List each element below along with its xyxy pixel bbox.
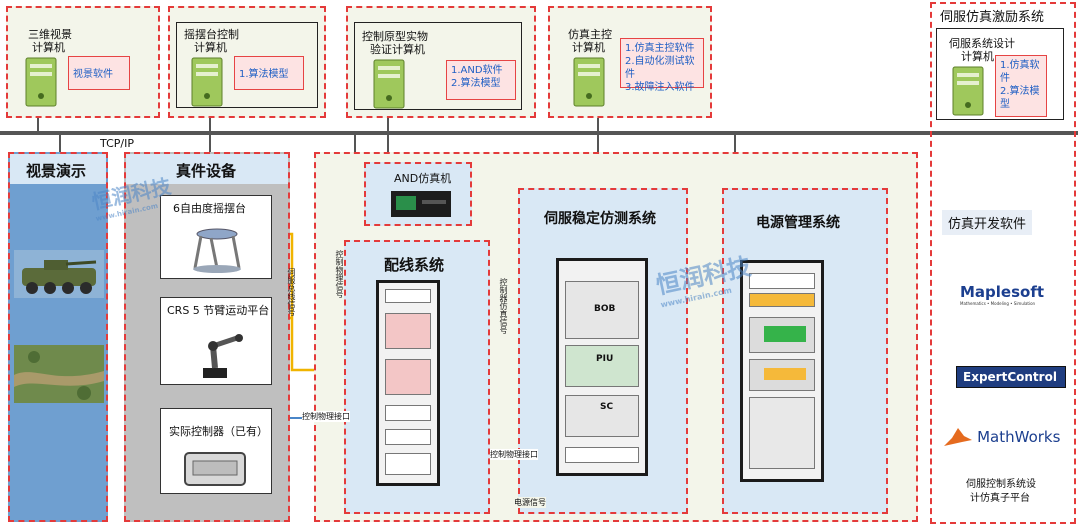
servo-design-software-box: 1.仿真软 件 2.算法模 型 <box>995 55 1047 117</box>
proto-software-1: 1.AND软件 <box>451 65 503 76</box>
rack-piu-label: PIU <box>596 354 614 364</box>
proto-software-2: 2.算法模型 <box>451 78 501 89</box>
and-sim-device-icon <box>391 191 451 217</box>
ctrl-phys-if-label-1: 控制物理接口 <box>302 411 350 422</box>
visual-pc-title-2: 计算机 <box>32 41 65 54</box>
computer-tower-icon <box>191 57 223 107</box>
maplesoft-logo: Maplesoft Mathematics • Modeling • Simul… <box>960 282 1044 306</box>
swing-pc-box: 摇摆台控制 计算机 1.算法模型 <box>168 6 326 118</box>
proto-pc-box: 控制原型实物 验证计算机 1.AND软件 2.算法模型 <box>346 6 536 118</box>
visual-demo-header: 视景演示 <box>10 154 106 184</box>
and-sim-title: AND仿真机 <box>394 172 452 185</box>
wiring-rack <box>376 280 440 486</box>
proto-pc-title-2: 验证计算机 <box>370 43 425 56</box>
maplesoft-tagline: Mathematics • Modeling • Simulation <box>960 301 1036 306</box>
swing-pc-title-2: 计算机 <box>194 41 227 54</box>
dev-software-caption-1: 伺服控制系统设 <box>966 479 1036 490</box>
expertcontrol-logo: ExpertControl <box>956 366 1066 388</box>
maplesoft-logo-text: Maplesoft <box>960 283 1045 301</box>
device-swing-platform: 6自由度摇摆台 <box>160 195 272 279</box>
servo-excitation-title: 伺服仿真激励系统 <box>940 10 1045 25</box>
servo-design-software-1b: 件 <box>1000 73 1010 84</box>
device-arm-platform: CRS 5 节臂运动平台 <box>160 297 272 385</box>
proto-pc-title-1: 控制原型实物 <box>362 30 428 43</box>
servo-excitation-column <box>930 2 1076 524</box>
servo-stab-title: 伺服稳定仿测系统 <box>544 211 656 227</box>
dev-software-title: 仿真开发软件 <box>942 210 1033 235</box>
rack-piu: PIU <box>565 345 639 387</box>
servo-stab-rack: BOB PIU SC <box>556 258 648 476</box>
visual-demo-title: 视景演示 <box>26 162 87 180</box>
servo-design-software-2b: 型 <box>1000 99 1010 110</box>
rack-bob: BOB <box>565 281 639 339</box>
sim-master-software-1: 1.仿真主控软件 <box>625 43 695 54</box>
controller-box-icon <box>184 452 246 486</box>
rack-bob-label: BOB <box>594 304 616 314</box>
ctrl-sim-signal-label: 控制器仿真信号 <box>499 278 508 334</box>
servo-design-pc-box: 伺服系统设计 计算机 1.仿真软 件 2.算法模 型 <box>936 28 1064 120</box>
hexapod-icon <box>193 228 241 273</box>
computer-tower-icon <box>25 57 57 107</box>
swing-software-box: 1.算法模型 <box>234 56 304 90</box>
servo-design-software-1: 1.仿真软 <box>1000 60 1040 71</box>
visual-software-box: 视景软件 <box>68 56 130 90</box>
sim-master-title-2: 计算机 <box>572 41 605 54</box>
swing-pc-title-1: 摇摆台控制 <box>184 28 239 41</box>
wiring-system-title: 配线系统 <box>384 256 445 274</box>
servo-design-pc-title-2: 计算机 <box>961 50 994 63</box>
real-devices-header: 真件设备 <box>126 154 288 184</box>
sim-master-title-1: 仿真主控 <box>568 28 612 41</box>
rack-sc: SC <box>565 395 639 437</box>
ctrl-phys-signal-label: 控制物理信号 <box>335 250 344 298</box>
terrain-image <box>14 345 104 403</box>
and-sim-box: AND仿真机 <box>364 162 472 226</box>
mathworks-logo: MathWorks <box>944 426 1060 448</box>
computer-tower-icon <box>573 57 605 107</box>
dev-software-caption-2: 计仿真子平台 <box>970 493 1030 504</box>
computer-tower-icon <box>952 66 984 116</box>
sim-master-pc-box: 仿真主控 计算机 1.仿真主控软件 2.自动化测试软件 3.故障注入软件 <box>548 6 712 118</box>
servo-design-software-2: 2.算法模 <box>1000 86 1040 97</box>
power-mgmt-title: 电源管理系统 <box>756 215 840 231</box>
swing-software-label: 1.算法模型 <box>239 69 289 80</box>
computer-tower-icon <box>373 59 405 109</box>
power-signal-label: 电源信号 <box>514 497 546 508</box>
sim-master-software-2: 2.自动化测试软件 <box>625 56 695 80</box>
device-controller-label: 实际控制器（已有） <box>169 425 268 438</box>
real-devices-title: 真件设备 <box>176 162 237 180</box>
rack-sc-label: SC <box>600 402 614 412</box>
sim-master-software-box: 1.仿真主控软件 2.自动化测试软件 3.故障注入软件 <box>620 38 704 93</box>
mathworks-peak-icon <box>944 428 972 446</box>
visual-demo-panel <box>8 152 108 522</box>
visual-software-label: 视景软件 <box>73 69 113 80</box>
power-rack <box>740 260 824 482</box>
armored-vehicle-image <box>14 250 104 298</box>
device-real-controller: 实际控制器（已有） <box>160 408 272 494</box>
expertcontrol-logo-text: ExpertControl <box>963 370 1057 384</box>
device-swing-label: 6自由度摇摆台 <box>173 202 246 215</box>
servo-design-pc-title-1: 伺服系统设计 <box>949 37 1015 50</box>
device-arm-label: CRS 5 节臂运动平台 <box>167 304 270 317</box>
servo-bus-signal-label: 伺服总线信号 <box>287 268 296 316</box>
proto-software-box: 1.AND软件 2.算法模型 <box>446 60 516 100</box>
mathworks-logo-text: MathWorks <box>977 428 1061 446</box>
sim-master-software-3: 3.故障注入软件 <box>625 82 695 93</box>
tcpip-label: TCP/IP <box>100 137 134 150</box>
ctrl-phys-if-label-2: 控制物理接口 <box>490 449 538 460</box>
visual-pc-box: 三维视景 计算机 视景软件 <box>6 6 160 118</box>
robot-arm-icon <box>203 334 243 378</box>
visual-pc-title-1: 三维视景 <box>28 28 72 41</box>
